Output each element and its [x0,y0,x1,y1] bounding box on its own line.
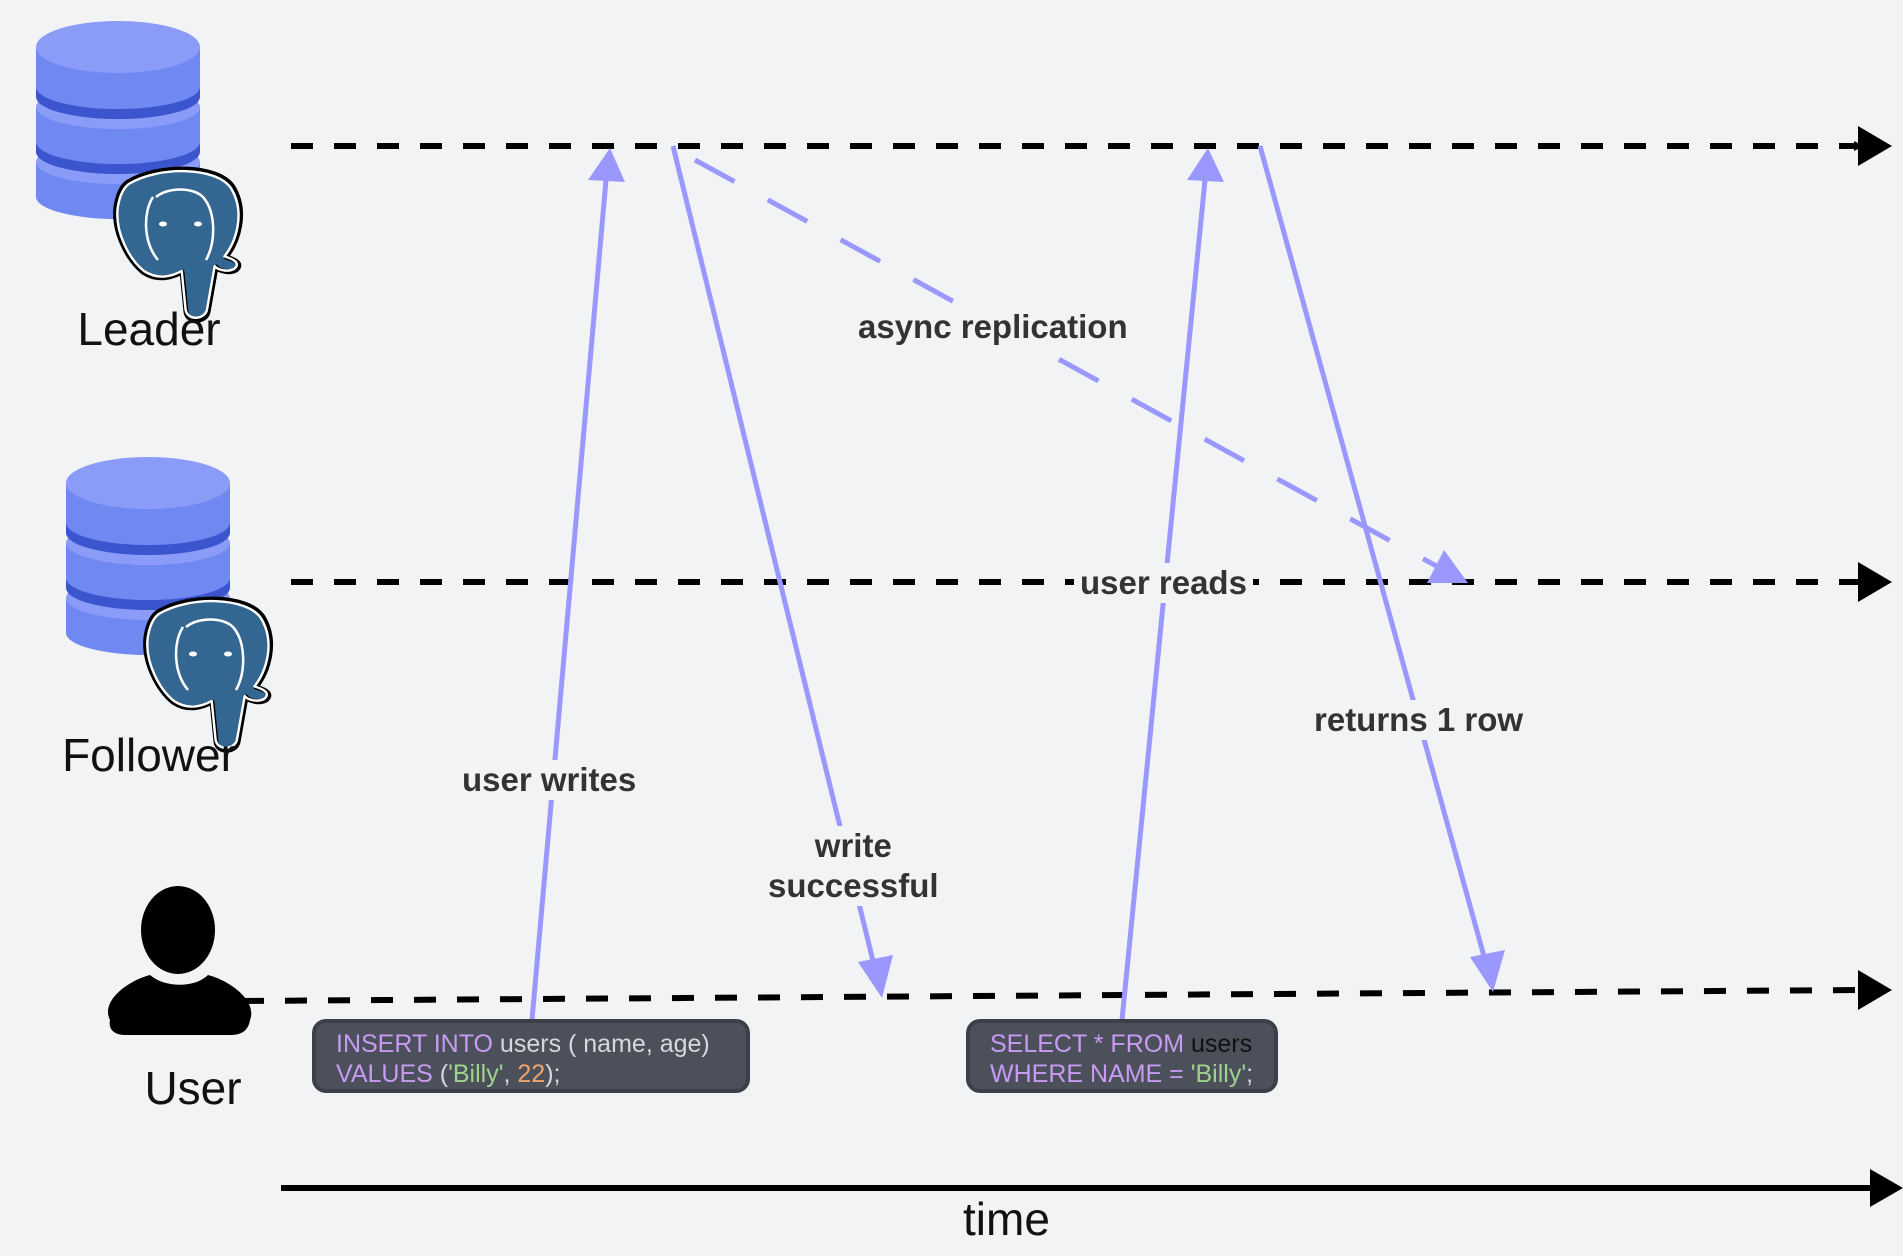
write-successful-label: write successful [756,826,951,906]
write-successful-label-line2: successful [762,866,945,906]
user-icon [108,886,252,1035]
user-writes-arrowhead [588,148,625,182]
write-successful-arrowhead [858,955,893,998]
user-reads-arrowhead [1187,148,1224,182]
select-query-line2: WHERE NAME = 'Billy'; [990,1059,1254,1089]
sql-keyword: SELECT * FROM [990,1030,1185,1058]
leader-postgres-elephant-icon [116,169,241,320]
leader-label: Leader [77,303,221,355]
user-label: User [144,1062,242,1114]
insert-query-line1: INSERT INTO users ( name, age) [336,1029,726,1059]
sql-text: ); [545,1060,561,1088]
user-timeline [241,987,1863,1004]
sql-number: 22 [517,1060,546,1088]
insert-query-box: INSERT INTO users ( name, age) VALUES ('… [312,1019,750,1093]
write-successful-label-line1: write [808,826,898,866]
sql-string: 'Billy' [448,1060,504,1088]
leader-timeline-arrowhead [1858,126,1892,166]
sql-text: , [503,1060,518,1088]
sql-string: 'Billy' [1183,1060,1247,1088]
returns-row-arrow [1257,145,1488,961]
insert-query-line2: VALUES ('Billy', 22); [336,1059,726,1089]
select-query-line1: SELECT * FROM users [990,1029,1254,1059]
sql-text: users [1184,1030,1253,1058]
follower-label: Follower [62,729,236,781]
sql-keyword: VALUES [336,1060,433,1088]
sql-text: users ( name, age) [492,1030,710,1058]
user-reads-label: user reads [1074,563,1253,603]
follower-timeline-arrowhead [1858,562,1892,602]
user-writes-label: user writes [456,760,643,800]
select-query-box: SELECT * FROM users WHERE NAME = 'Billy'… [966,1019,1278,1093]
sql-text: ( [432,1060,449,1088]
async-replication-arrow [693,157,1442,571]
async-replication-label: async replication [852,307,1134,347]
time-axis-arrowhead [1870,1169,1903,1207]
time-axis-label: time [963,1193,1050,1245]
sql-keyword: WHERE NAME = [990,1060,1184,1088]
sql-text: ; [1246,1060,1254,1088]
user-writes-arrow [529,179,609,1021]
returns-row-label: returns 1 row [1308,700,1530,740]
user-timeline-arrowhead [1858,970,1892,1010]
async-replication-arrowhead [1427,550,1468,583]
returns-row-arrowhead [1470,950,1505,992]
sql-keyword: INSERT INTO [336,1030,493,1058]
